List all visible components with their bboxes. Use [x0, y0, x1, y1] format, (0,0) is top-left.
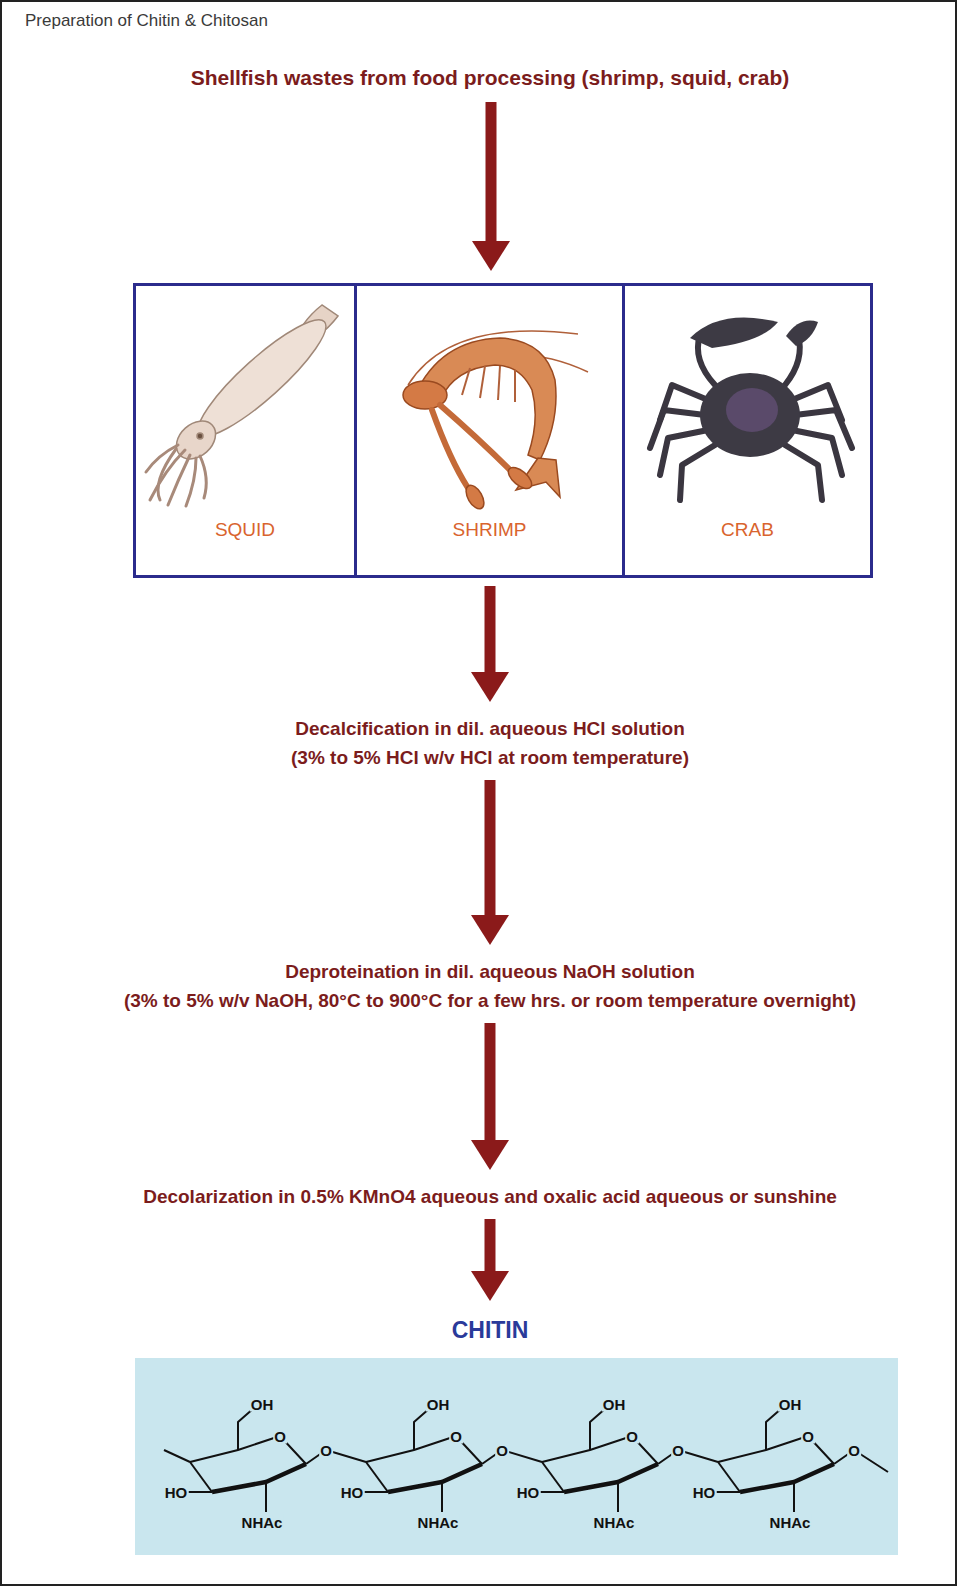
bond-line — [766, 1408, 782, 1450]
flow-arrow — [484, 1219, 495, 1271]
bond-line — [542, 1462, 564, 1492]
bond-line — [164, 1450, 190, 1462]
atom-label: O — [847, 1443, 861, 1458]
diagram-title: Preparation of Chitin & Chitosan — [25, 11, 268, 31]
panel-label: SQUID — [215, 519, 275, 541]
structure-box — [135, 1358, 898, 1555]
flow-arrow — [484, 1023, 495, 1140]
atom-label: O — [625, 1429, 639, 1444]
bond-line — [441, 1482, 443, 1512]
atom-label: O — [671, 1443, 685, 1458]
atom-label: O — [273, 1429, 287, 1444]
bond-line — [414, 1408, 430, 1450]
crab-illustration — [650, 318, 852, 500]
bond-line — [564, 1464, 658, 1492]
bond-line — [482, 1450, 542, 1464]
bond-line — [542, 1436, 658, 1464]
atom-label: OH — [250, 1397, 275, 1412]
atom-label: NHAc — [769, 1515, 812, 1530]
atom-label: NHAc — [241, 1515, 284, 1530]
bond-line — [366, 1462, 388, 1492]
image-panel: SHRIMP — [357, 283, 625, 578]
bond-line — [238, 1408, 254, 1450]
process-step: CHITIN — [452, 1313, 529, 1348]
atom-label: HO — [692, 1485, 717, 1500]
flow-arrow — [485, 586, 496, 672]
process-step: Decolarization in 0.5% KMnO4 aqueous and… — [143, 1182, 837, 1211]
chitin-bonds — [164, 1408, 888, 1512]
atom-label: HO — [340, 1485, 365, 1500]
atom-label: HO — [516, 1485, 541, 1500]
shrimp-illustration — [403, 331, 588, 512]
process-step: Shellfish wastes from food processing (s… — [191, 62, 790, 94]
bond-line — [212, 1464, 306, 1492]
panel-label: CRAB — [721, 519, 774, 541]
atom-label: OH — [426, 1397, 451, 1412]
atom-label: O — [449, 1429, 463, 1444]
bond-line — [716, 1491, 740, 1493]
atom-label: NHAc — [593, 1515, 636, 1530]
step-text: Shellfish wastes from food processing (s… — [191, 62, 790, 94]
panel-label: SHRIMP — [453, 519, 527, 541]
flow-arrow — [486, 102, 497, 241]
bond-line — [740, 1464, 834, 1492]
bond-line — [793, 1482, 795, 1512]
bond-line — [366, 1436, 482, 1464]
bond-line — [190, 1436, 306, 1464]
bond-line — [188, 1491, 212, 1493]
process-step: Decalcification in dil. aqueous HCl solu… — [291, 714, 689, 772]
step-text: (3% to 5% w/v NaOH, 80°C to 900°C for a … — [124, 986, 856, 1015]
bond-line — [306, 1450, 366, 1464]
bond-line — [658, 1450, 718, 1464]
step-text: Deproteination in dil. aqueous NaOH solu… — [124, 957, 856, 986]
atom-label: O — [319, 1443, 333, 1458]
step-text: Decalcification in dil. aqueous HCl solu… — [291, 714, 689, 743]
atom-label: O — [495, 1443, 509, 1458]
step-text: Decolarization in 0.5% KMnO4 aqueous and… — [143, 1182, 837, 1211]
atom-label: OH — [602, 1397, 627, 1412]
image-panel: CRAB — [625, 283, 873, 578]
bond-line — [388, 1464, 482, 1492]
bond-line — [540, 1491, 564, 1493]
process-step: Deproteination in dil. aqueous NaOH solu… — [124, 957, 856, 1015]
step-text: (3% to 5% HCl w/v HCl at room temperatur… — [291, 743, 689, 772]
atom-label: O — [801, 1429, 815, 1444]
atom-label: HO — [164, 1485, 189, 1500]
flow-arrow — [484, 780, 495, 915]
bond-line — [265, 1482, 267, 1512]
bond-line — [718, 1436, 834, 1464]
step-text: CHITIN — [452, 1313, 529, 1348]
atom-label: NHAc — [417, 1515, 460, 1530]
bond-line — [834, 1450, 888, 1472]
atom-label: OH — [778, 1397, 803, 1412]
bond-line — [617, 1482, 619, 1512]
bond-line — [590, 1408, 606, 1450]
bond-line — [190, 1462, 212, 1492]
squid-illustration — [146, 305, 338, 506]
image-panel: SQUID — [133, 283, 357, 578]
bond-line — [364, 1491, 388, 1493]
bond-line — [718, 1462, 740, 1492]
